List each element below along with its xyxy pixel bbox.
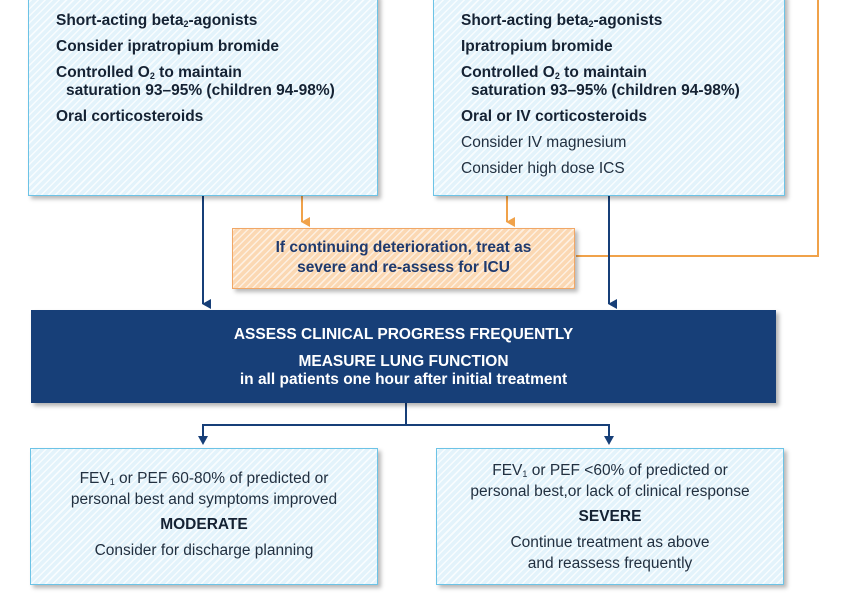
moderate-action: Consider for discharge planning <box>94 542 314 559</box>
severe-outcome-box: FEV1 or PEF <60% of predicted or persona… <box>436 448 784 585</box>
severe-action-line-2: and reassess frequently <box>527 555 693 572</box>
severe-label: SEVERE <box>578 508 642 525</box>
right-ipratropium-line: Ipratropium bromide <box>461 38 613 55</box>
deterioration-line-2: severe and re-assess for ICU <box>297 259 510 276</box>
left-ipratropium-line: Consider ipratropium bromide <box>56 38 280 55</box>
deterioration-box: If continuing deterioration, treat as se… <box>232 228 575 289</box>
right-ics-line: Consider high dose ICS <box>461 160 625 177</box>
right-saba-line: Short-acting beta2-agonists <box>461 12 663 29</box>
right-corticosteroid-line: Oral or IV corticosteroids <box>461 108 648 125</box>
left-saba-line: Short-acting beta2-agonists <box>56 12 258 29</box>
treatment-box-left: Short-acting beta2-agonists Consider ipr… <box>28 0 378 196</box>
deterioration-line-1: If continuing deterioration, treat as <box>275 239 532 256</box>
navy-branch-head-right <box>604 436 614 445</box>
left-corticosteroid-line: Oral corticosteroids <box>56 108 204 125</box>
moderate-label: MODERATE <box>160 516 248 533</box>
right-oxygen-line: Controlled O2 to maintain <box>461 64 647 81</box>
treatment-box-right: Short-acting beta2-agonists Ipratropium … <box>433 0 785 196</box>
orange-connector-right <box>576 0 819 257</box>
assess-line-1: ASSESS CLINICAL PROGRESS FREQUENTLY <box>233 326 574 343</box>
moderate-criteria-line-1: FEV1 or PEF 60-80% of predicted or <box>79 470 329 487</box>
moderate-criteria-line-2: personal best and symptoms improved <box>70 491 338 508</box>
navy-branch <box>202 403 610 442</box>
severe-action-line-1: Continue treatment as above <box>510 534 710 551</box>
moderate-outcome-box: FEV1 or PEF 60-80% of predicted or perso… <box>30 448 378 585</box>
right-saturation-line: saturation 93–95% (children 94-98%) <box>471 82 740 99</box>
navy-branch-head-left <box>198 436 208 445</box>
assess-box: ASSESS CLINICAL PROGRESS FREQUENTLY MEAS… <box>31 310 776 403</box>
severe-criteria-line-2: personal best,or lack of clinical respon… <box>470 483 750 500</box>
left-oxygen-line: Controlled O2 to maintain <box>56 64 242 81</box>
right-magnesium-line: Consider IV magnesium <box>461 134 627 151</box>
assess-line-3: in all patients one hour after initial t… <box>239 371 568 388</box>
assess-line-2: MEASURE LUNG FUNCTION <box>298 353 509 370</box>
severe-criteria-line-1: FEV1 or PEF <60% of predicted or <box>492 462 728 479</box>
left-saturation-line: saturation 93–95% (children 94-98%) <box>66 82 335 99</box>
